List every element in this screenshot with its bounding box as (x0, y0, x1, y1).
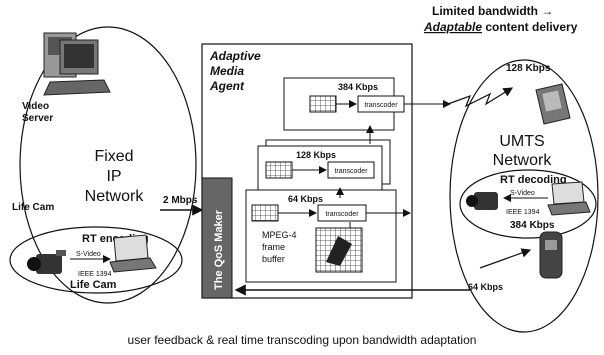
fixed-network-label-1: Fixed (94, 148, 133, 165)
ieee-label-left: IEEE 1394 (78, 271, 112, 278)
svideo-label-left: S-Video (76, 251, 101, 258)
umts-label-2: Network (493, 152, 553, 169)
rate-top-label: 128 Kbps (506, 63, 551, 74)
laptop-icon (109, 234, 157, 273)
agent-title-2: Media (210, 64, 244, 78)
wireless-link-top (447, 87, 514, 108)
pda-icon (535, 83, 571, 125)
mpeg-label-1: MPEG-4 (262, 230, 297, 240)
header-adaptable: Adaptable (423, 20, 482, 34)
stage-384-rate: 384 Kbps (338, 82, 378, 92)
agent-title-3: Agent (209, 79, 245, 93)
video-server-label-2: Server (22, 113, 53, 124)
umts-label-1: UMTS (499, 133, 544, 150)
camera-icon-right (466, 192, 498, 210)
life-cam-bottom-label: Life Cam (70, 279, 117, 291)
mpeg-label-2: frame (262, 242, 285, 252)
stage-128-transcoder (327, 161, 375, 179)
stage-384-transcoder-label: transcoder (364, 102, 398, 109)
agent-title-1: Adaptive (209, 49, 261, 63)
link-rate-label: 2 Mbps (163, 195, 198, 206)
stage-128-transcoder-label: transcoder (334, 168, 368, 175)
mpeg-label-3: buffer (262, 254, 285, 264)
stage-64-transcoder-label: transcoder (325, 211, 359, 218)
header-line1: Limited bandwidth → (432, 4, 553, 18)
frame-buffer-grid (315, 227, 363, 273)
umts-ellipse (449, 59, 599, 333)
wireless-link-bottom (479, 248, 532, 269)
stage-64-buffer (251, 204, 279, 222)
rate-bottom-label: 64 Kbps (468, 282, 503, 292)
fixed-network-ellipse (19, 26, 197, 304)
fixed-network-label-2: IP (106, 168, 121, 185)
fixed-network-label-3: Network (85, 188, 145, 205)
caption: user feedback & real time transcoding up… (128, 333, 477, 347)
stage-128-buffer (265, 161, 293, 179)
stage-64-rate: 64 Kbps (288, 194, 323, 204)
stage-128-rate: 128 Kbps (296, 150, 336, 160)
ieee-label-right: IEEE 1394 (506, 209, 540, 216)
svideo-label-right: S-Video (510, 190, 535, 197)
rt-encoding-ellipse (9, 226, 183, 294)
qos-maker-box (201, 177, 233, 299)
life-cam-label: Life Cam (12, 202, 54, 213)
rt-decoding-label: RT decoding (500, 174, 567, 186)
stage-384-buffer (309, 95, 337, 113)
video-server-icon (43, 32, 111, 96)
rate-mid-label: 384 Kbps (510, 220, 555, 231)
camera-icon (27, 250, 66, 274)
phone-icon (539, 231, 563, 279)
video-server-label-1: Video (22, 101, 49, 112)
qos-maker-label: The QoS Maker (213, 209, 225, 290)
rt-decoding-ellipse (459, 169, 597, 239)
header-content-delivery: content delivery (482, 20, 578, 34)
header-line2: Adaptable content delivery (423, 20, 578, 34)
laptop-icon-right (547, 181, 591, 216)
